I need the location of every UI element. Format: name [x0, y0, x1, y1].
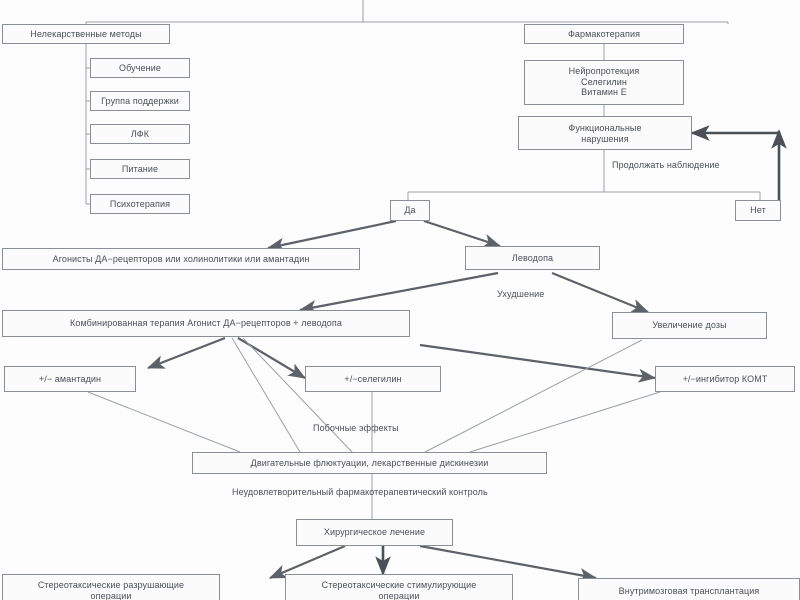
node-neuroprotection[interactable]: Нейропротекция Селегилин Витамин Е [524, 60, 684, 105]
node-no[interactable]: Нет [735, 200, 781, 221]
node-label-line1: Стереотаксические стимулирующие [321, 580, 477, 590]
node-label: Фармакотерапия [567, 28, 641, 39]
node-label: Нелекарственные методы [30, 28, 142, 39]
node-label: Агонисты ДА−рецепторов или холинолитики … [52, 253, 310, 264]
node-agonists-or-anticholinergics-or-amantadine[interactable]: Агонисты ДА−рецепторов или холинолитики … [2, 248, 360, 270]
node-label-line2: операции [90, 590, 132, 600]
edge-label-side-effects: Побочные эффекты [313, 423, 399, 433]
node-label: Психотерапия [109, 198, 171, 209]
node-education[interactable]: Обучение [90, 58, 190, 78]
node-comt-inhibitor[interactable]: +/−ингибитор КОМТ [655, 366, 795, 392]
node-label: Обучение [119, 62, 161, 73]
edge-label-continue-observation: Продолжать наблюдение [612, 160, 720, 170]
node-label: Группа поддержки [101, 95, 179, 106]
node-lfk[interactable]: ЛФК [90, 124, 190, 144]
node-label: Леводопа [511, 252, 554, 263]
node-yes[interactable]: Да [390, 200, 430, 221]
node-label: Да [404, 205, 416, 216]
node-nonpharmacological-methods[interactable]: Нелекарственные методы [2, 24, 170, 44]
node-support-group[interactable]: Группа поддержки [90, 91, 190, 111]
node-combination-therapy[interactable]: Комбинированная терапия Агонист ДА−рецеп… [2, 310, 410, 337]
node-label: Увеличение дозы [652, 320, 727, 331]
edge-label-unsatisfactory-control: Неудовлетворительный фармакотерапевтичес… [232, 487, 488, 497]
node-label: +/−ингибитор КОМТ [682, 373, 768, 384]
node-intracerebral-transplantation[interactable]: Внутримозговая трансплантация [578, 578, 800, 600]
node-nutrition[interactable]: Питание [90, 159, 190, 179]
node-label: Комбинированная терапия Агонист ДА−рецеп… [70, 318, 342, 329]
node-motor-fluctuations-dyskinesias[interactable]: Двигательные флюктуации, лекарственные д… [192, 452, 547, 474]
node-dose-increase[interactable]: Увеличение дозы [612, 312, 767, 339]
node-label: +/− амантадин [38, 373, 102, 384]
node-label-line2: Селегилин [581, 76, 627, 87]
node-label: Нет [750, 205, 766, 216]
node-stereotactic-stimulating-operations[interactable]: Стереотаксические стимулирующие операции [285, 574, 513, 600]
node-functional-disorders[interactable]: Функциональные нарушения [518, 116, 692, 150]
node-surgical-treatment[interactable]: Хирургическое лечение [296, 519, 453, 546]
node-psychotherapy[interactable]: Психотерапия [90, 194, 190, 214]
node-label: Двигательные флюктуации, лекарственные д… [250, 457, 489, 468]
node-amantadine[interactable]: +/− амантадин [4, 366, 136, 392]
node-label-line1: Нейропротекция [568, 66, 640, 76]
node-levodopa[interactable]: Леводопа [465, 246, 600, 270]
node-label-line2: операции [378, 590, 420, 600]
node-selegiline[interactable]: +/−селегилин [305, 366, 441, 392]
node-label: Внутримозговая трансплантация [618, 585, 760, 596]
node-pharmacotherapy[interactable]: Фармакотерапия [524, 24, 684, 44]
node-label: ЛФК [130, 128, 150, 139]
node-label-line1: Функциональные [568, 123, 642, 133]
node-label: +/−селегилин [344, 373, 402, 384]
node-stereotactic-destructive-operations[interactable]: Стереотаксические разрушающие операции [2, 574, 220, 600]
node-label-line3: Витамин Е [581, 87, 627, 98]
node-label: Питание [121, 163, 159, 174]
node-label: Хирургическое лечение [323, 527, 426, 538]
edge-label-worsening: Ухудшение [497, 289, 545, 299]
node-label-line2: нарушения [581, 133, 629, 144]
node-label-line1: Стереотаксические разрушающие [37, 580, 185, 590]
